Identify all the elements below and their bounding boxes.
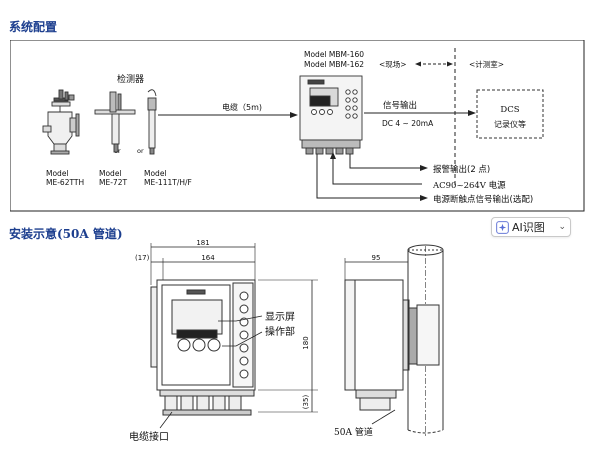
sparkle-icon bbox=[496, 220, 509, 234]
cable-arrow-head bbox=[290, 112, 298, 118]
signal-output-label: 信号输出 bbox=[383, 100, 417, 111]
output-lines bbox=[316, 154, 422, 199]
sensor-me62tth-illustration bbox=[42, 89, 80, 155]
model-top-line1: Model MBM-160 bbox=[304, 50, 364, 59]
pipe-illustration bbox=[407, 244, 444, 436]
diagram-frame bbox=[10, 40, 585, 212]
pipe-leader bbox=[371, 409, 396, 425]
detector-label: 检测器 bbox=[117, 73, 144, 85]
signal-output-arrow-head bbox=[468, 110, 476, 116]
power-supply-label: AC90~264V 电源 bbox=[432, 180, 506, 191]
section-title-system-config: 系统配置 bbox=[9, 20, 58, 34]
sensor-2-model-number: ME-72T bbox=[99, 178, 127, 187]
dcs-label: DCS bbox=[500, 105, 519, 115]
display-label: 显示屏 bbox=[265, 311, 295, 323]
ai-recognize-label: AI识图 bbox=[512, 221, 545, 234]
or-label-2: or bbox=[137, 147, 144, 155]
cable-label: 电缆（5m) bbox=[222, 102, 262, 112]
dim-17-text: (17) bbox=[135, 254, 150, 262]
front-view-enclosure bbox=[150, 279, 256, 416]
power-contact-label: 电源断触点信号输出(选配) bbox=[433, 194, 533, 205]
cable-port-label: 电缆接口 bbox=[129, 430, 169, 443]
power-input-arrow bbox=[330, 152, 336, 159]
dim-35-text: (35) bbox=[302, 395, 310, 410]
side-view-enclosure bbox=[344, 279, 418, 411]
sensor-me72t-illustration bbox=[94, 91, 136, 153]
dim-180-text: 180 bbox=[302, 336, 310, 349]
section-title-installation: 安装示意(50A 管道) bbox=[9, 227, 123, 241]
dim-181-text: 181 bbox=[196, 239, 209, 247]
alarm-output-arrow bbox=[420, 165, 428, 171]
sensor-1-model-label: Model bbox=[46, 169, 69, 178]
sensor-3-model-label: Model bbox=[144, 169, 167, 178]
alarm-output-label: 报警输出(2 点) bbox=[433, 164, 490, 175]
pipe-label: 50A 管道 bbox=[334, 426, 373, 438]
sensor-1-model-number: ME-62TTH bbox=[46, 178, 84, 187]
signal-range-label: DC 4 ~ 20mA bbox=[382, 119, 434, 128]
dim-95-text: 95 bbox=[372, 254, 381, 262]
sensor-me111t-illustration bbox=[147, 89, 157, 155]
sensor-3-model-number: ME-111T/H/F bbox=[144, 178, 192, 187]
dcs-box bbox=[476, 89, 544, 139]
cable-port-leader bbox=[159, 411, 173, 429]
site-arrow-head-right bbox=[447, 61, 453, 67]
power-contact-arrow bbox=[420, 195, 428, 201]
operation-leader bbox=[222, 331, 263, 347]
converter-mbm160-illustration bbox=[299, 75, 363, 155]
sensor-2-model-label: Model bbox=[99, 169, 122, 178]
site-arrow-head-left bbox=[415, 61, 421, 67]
dcs-recorder-label: 记录仪等 bbox=[494, 119, 526, 129]
control-room-label: <计测室> bbox=[469, 59, 504, 69]
operation-label: 操作部 bbox=[265, 325, 295, 338]
dim-164-text: 164 bbox=[201, 254, 215, 262]
model-top-line2: Model MBM-162 bbox=[304, 60, 364, 69]
system-config-diagram: Model MBM-160 Model MBM-162 <现场> <计测室> 检… bbox=[10, 40, 585, 212]
site-label: <现场> bbox=[379, 60, 407, 69]
chevron-down-icon: ⌄ bbox=[558, 222, 566, 232]
display-leader bbox=[218, 315, 263, 322]
ai-recognize-button[interactable]: AI识图 ⌄ bbox=[491, 217, 571, 237]
